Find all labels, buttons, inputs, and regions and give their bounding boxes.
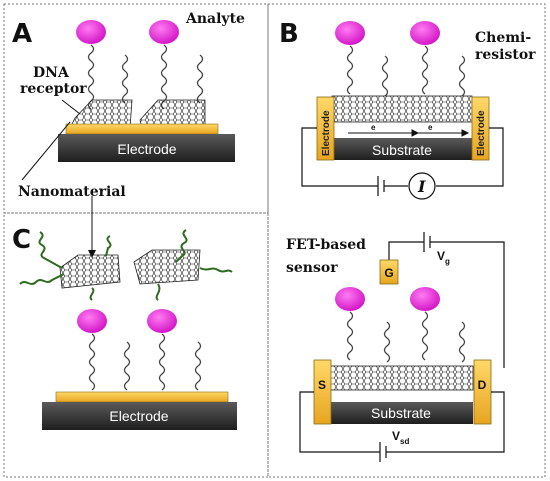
fet-label-line1: FET-based <box>286 237 366 253</box>
nanomaterial-film <box>331 95 473 123</box>
gate-electrode <box>379 259 399 285</box>
electrode-gold-layer <box>65 123 219 135</box>
analyte-label: Analyte <box>185 11 245 27</box>
analyte-icon <box>76 20 106 44</box>
analyte-icon <box>410 21 440 45</box>
dna-receptor-label-line1: DNA <box>33 65 70 81</box>
panel-b: B Chemi- resistor Substrate Electrode El… <box>279 19 536 200</box>
gate-circuit <box>388 232 505 368</box>
nanomaterial-label: Nanomaterial <box>18 184 126 200</box>
panel-fet: FET-based sensor G Vg Substrate S D <box>286 232 505 462</box>
chemiresistor-label-line1: Chemi- <box>475 30 531 46</box>
substrate-label: Substrate <box>372 142 432 158</box>
panel-frames <box>3 3 546 478</box>
substrate <box>330 402 473 424</box>
panel-a-letter: A <box>12 19 32 49</box>
panel-c-letter: C <box>12 225 31 255</box>
dna-strands <box>346 45 466 97</box>
analyte-icon <box>335 287 365 311</box>
substrate-label: Substrate <box>371 405 431 421</box>
electrode-left-label: Electrode <box>321 110 332 156</box>
electron-label: e <box>371 123 376 132</box>
electrode-base <box>42 402 237 430</box>
vg-label: Vg <box>437 249 450 266</box>
dna-strands <box>88 333 202 391</box>
analyte-icon <box>77 309 107 333</box>
drain-electrode <box>473 359 492 425</box>
electrode-right-label: Electrode <box>476 110 487 156</box>
nanomaterial-sheet <box>133 249 201 285</box>
substrate <box>332 138 472 160</box>
electrode-base <box>58 134 235 162</box>
nanomaterial-sheet <box>59 254 121 289</box>
dna-strands <box>346 311 466 363</box>
dna-receptor-label-line2: receptor <box>20 81 87 97</box>
electron-label: e <box>428 123 433 132</box>
nanomaterial-pointer <box>21 121 71 181</box>
current-meter-label: I <box>417 177 426 196</box>
chemiresistor-label-line2: resistor <box>475 47 536 63</box>
chemiresistor-circuit <box>301 127 504 200</box>
analyte-icon <box>335 21 365 45</box>
panel-c: C Nanomaterial Electrode <box>12 184 237 430</box>
dna-strands <box>87 44 204 110</box>
fet-label-line2: sensor <box>286 260 338 276</box>
electrode-label: Electrode <box>117 141 176 157</box>
analyte-icon <box>147 309 177 333</box>
electrode-label: Electrode <box>109 408 168 424</box>
source-label: S <box>318 378 326 392</box>
electron-flow-arrows <box>348 129 470 137</box>
vsd-label: Vsd <box>392 429 409 446</box>
electrode-gold-layer <box>55 391 229 403</box>
source-drain-circuit <box>299 391 505 462</box>
drain-label: D <box>478 378 487 392</box>
panel-b-letter: B <box>279 19 299 49</box>
analyte-icon <box>410 287 440 311</box>
gate-label: G <box>384 266 393 280</box>
analyte-icon <box>149 20 179 44</box>
nanomaterial-arrowhead <box>88 250 96 258</box>
source-electrode <box>313 359 332 425</box>
nanomaterial-film <box>329 365 474 391</box>
dna-receptor-pointer <box>61 99 81 115</box>
green-receptor-strands <box>19 229 233 301</box>
panel-a: A Analyte DNA receptor Electrode <box>12 11 245 181</box>
